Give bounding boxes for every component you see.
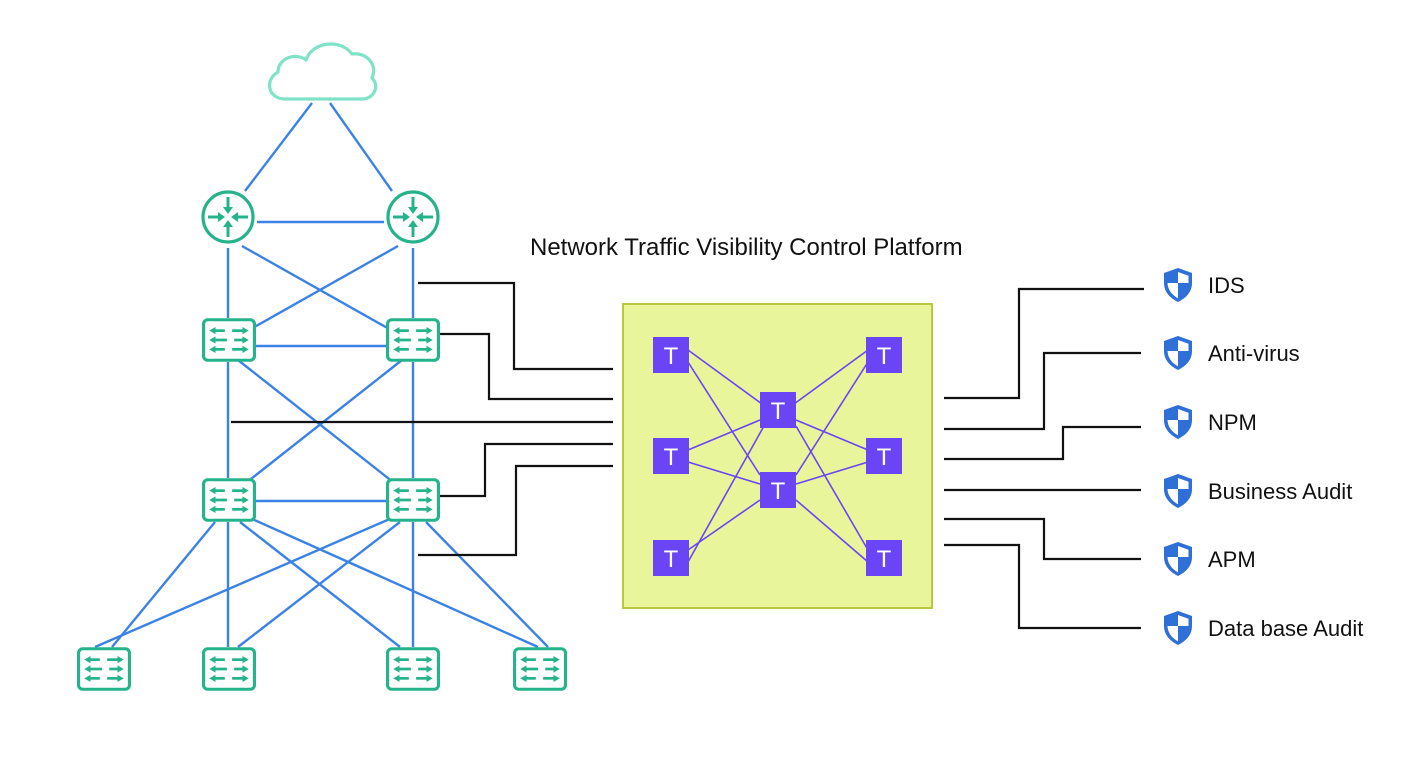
shield-icon bbox=[1164, 611, 1192, 645]
topology-links bbox=[94, 102, 549, 649]
tap-node[interactable]: T bbox=[866, 540, 902, 576]
core-switch-left-icon[interactable] bbox=[202, 318, 256, 362]
platform-box[interactable]: T T T T T T T T bbox=[622, 303, 933, 609]
tap-node-label: T bbox=[877, 444, 892, 471]
tool-item-business-audit[interactable]: Business Audit bbox=[1164, 474, 1352, 508]
tool-label: Data base Audit bbox=[1208, 616, 1363, 641]
tap-links-inbound bbox=[231, 281, 613, 557]
access-switch-4-icon[interactable] bbox=[513, 647, 567, 691]
tap-node-label: T bbox=[771, 398, 786, 425]
aggregation-switch-left-icon[interactable] bbox=[202, 478, 256, 522]
shield-icon bbox=[1164, 474, 1192, 508]
shield-icon bbox=[1164, 336, 1192, 370]
tool-label: NPM bbox=[1208, 410, 1257, 435]
shield-icon bbox=[1164, 268, 1192, 302]
tool-label: APM bbox=[1208, 547, 1256, 572]
router-right-icon[interactable] bbox=[386, 190, 440, 244]
tool-item-database-audit[interactable]: Data base Audit bbox=[1164, 611, 1363, 645]
access-switch-3-icon[interactable] bbox=[386, 647, 440, 691]
access-switch-2-icon[interactable] bbox=[202, 647, 256, 691]
core-switch-right-icon[interactable] bbox=[386, 318, 440, 362]
tap-node[interactable]: T bbox=[653, 337, 689, 373]
tool-item-ids[interactable]: IDS bbox=[1164, 268, 1245, 302]
tap-node[interactable]: T bbox=[760, 472, 796, 508]
tap-node-label: T bbox=[771, 478, 786, 505]
tap-node[interactable]: T bbox=[653, 540, 689, 576]
tap-node-label: T bbox=[877, 343, 892, 370]
tool-label: IDS bbox=[1208, 273, 1245, 298]
platform-title: Network Traffic Visibility Control Platf… bbox=[530, 234, 963, 261]
cloud-icon bbox=[267, 42, 378, 101]
tool-item-apm[interactable]: APM bbox=[1164, 542, 1256, 576]
shield-icon bbox=[1164, 542, 1192, 576]
tap-node[interactable]: T bbox=[866, 438, 902, 474]
tool-label: Anti-virus bbox=[1208, 341, 1300, 366]
router-left-icon[interactable] bbox=[201, 190, 255, 244]
tap-node[interactable]: T bbox=[653, 438, 689, 474]
tap-node-label: T bbox=[877, 546, 892, 573]
aggregation-switch-right-icon[interactable] bbox=[386, 478, 440, 522]
platform-mesh-links bbox=[687, 349, 869, 563]
tap-node-label: T bbox=[664, 546, 679, 573]
tap-node-label: T bbox=[664, 343, 679, 370]
shield-icon bbox=[1164, 405, 1192, 439]
tap-node[interactable]: T bbox=[760, 392, 796, 428]
tap-node[interactable]: T bbox=[866, 337, 902, 373]
tool-item-npm[interactable]: NPM bbox=[1164, 405, 1257, 439]
access-switch-1-icon[interactable] bbox=[77, 647, 131, 691]
tool-label: Business Audit bbox=[1208, 479, 1352, 504]
tool-item-anti-virus[interactable]: Anti-virus bbox=[1164, 336, 1300, 370]
tap-links-outbound bbox=[944, 287, 1144, 630]
tap-node-label: T bbox=[664, 444, 679, 471]
